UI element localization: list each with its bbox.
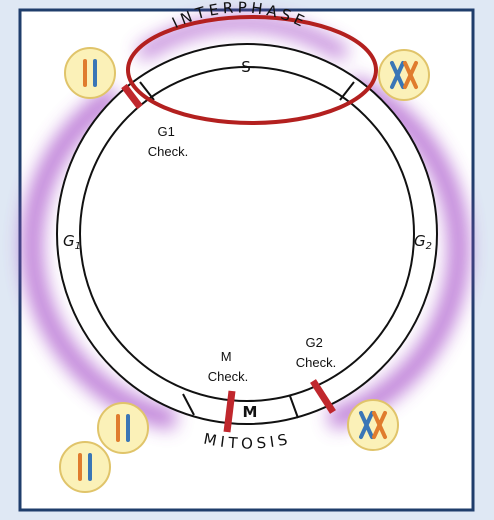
phase-separators (139, 81, 355, 419)
m-checkpoint-bar (223, 390, 236, 433)
g1-phase-label: G1 (63, 232, 81, 252)
m-checkpoint-label: M Check. (208, 349, 248, 384)
unreplicated-chromosomes-icon (97, 402, 149, 454)
g1-checkpoint-label: G1 Check. (148, 124, 188, 159)
unreplicated-chromosomes-icon (64, 47, 116, 99)
g2-checkpoint-bar (310, 379, 336, 414)
g2-phase-label: G2 (414, 232, 432, 252)
g2-checkpoint-label: G2 Check. (296, 335, 336, 370)
g1-s-separator (139, 81, 155, 101)
g1-checkpoint-bar (121, 83, 143, 110)
replicated-chromosomes-icon (347, 399, 399, 451)
cycle-ring (56, 43, 438, 425)
checkpoint-bars (121, 83, 336, 433)
m-start-separator (182, 393, 195, 416)
purple-glow (22, 15, 469, 430)
m-phase-label: M (243, 403, 258, 421)
mitosis-arc-label: MITOSIS (202, 430, 293, 453)
s-phase-label: S (241, 58, 251, 76)
replicated-chromosomes-icon (378, 49, 430, 101)
unreplicated-chromosomes-icon (59, 441, 111, 493)
s-g2-separator (339, 81, 355, 101)
s-phase-highlight-ellipse (126, 15, 378, 125)
m-end-separator (289, 395, 299, 419)
